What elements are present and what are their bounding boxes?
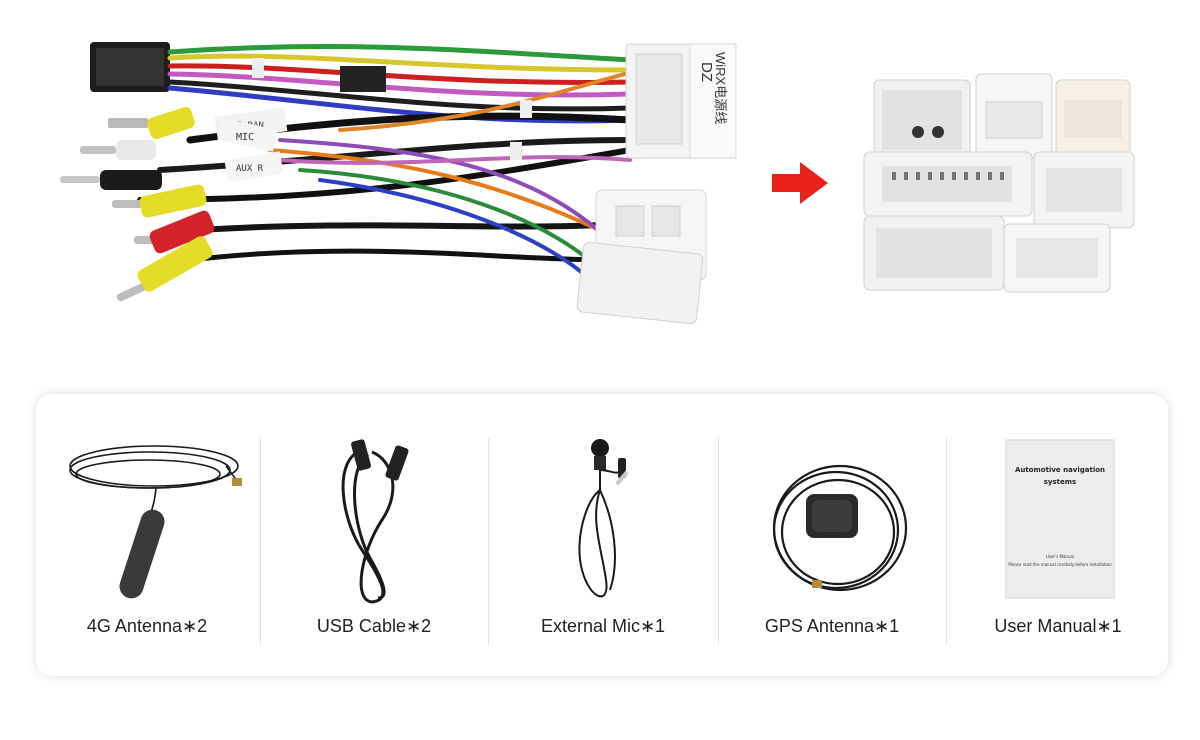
manual-title-line1: Automotive navigation: [1015, 466, 1105, 474]
divider: [488, 438, 489, 644]
rca-plugs: [60, 106, 215, 302]
divider: [260, 438, 261, 644]
accessory-item: GPS Antenna∗1: [720, 394, 944, 676]
manual-note: Please read the manual carefully before …: [1008, 562, 1112, 567]
accessory-label: USB Cable∗2: [316, 616, 432, 636]
divider: [718, 438, 719, 644]
accessory-item: External Mic∗1: [490, 394, 716, 676]
accessory-label: User Manual∗1: [994, 616, 1122, 636]
harness-white-connector-top: WiRX电源线 DZ: [625, 43, 737, 159]
divider: [946, 438, 947, 644]
connector-block-image: [863, 73, 1135, 293]
manual-subtitle: User's Manual: [1046, 554, 1074, 559]
wire-tags: M&R RAN MIC AUX R: [214, 58, 532, 183]
accessories-panel: 4G Antenna∗2 USB Cable∗2 Extern: [36, 394, 1168, 676]
tag-aux-text: AUX R: [236, 164, 264, 174]
tag-mic-text: MIC: [236, 132, 254, 143]
product-photo-area: M&R RAN MIC AUX R WiRX电源线 DZ: [0, 0, 1200, 360]
accessory-label: GPS Antenna∗1: [764, 616, 900, 636]
antenna-icon: [69, 445, 242, 599]
harness-white-connector-bottom: [576, 189, 707, 324]
accessory-item: Automotive navigation systems User's Man…: [948, 394, 1168, 676]
wiring-harness-image: M&R RAN MIC AUX R WiRX电源线 DZ: [60, 42, 737, 324]
manual-title-line2: systems: [1044, 478, 1076, 486]
arrow-right-icon: [772, 162, 828, 204]
connector-code-text: DZ: [698, 62, 715, 82]
usb-cable-icon: [341, 439, 409, 604]
accessory-item: 4G Antenna∗2: [36, 394, 258, 676]
microphone-icon: [578, 439, 629, 598]
manual-icon: Automotive navigation systems User's Man…: [1005, 439, 1115, 599]
accessory-item: USB Cable∗2: [262, 394, 486, 676]
accessory-label: External Mic∗1: [540, 616, 666, 636]
gps-antenna-icon: [772, 464, 908, 592]
connector-label-text: WiRX电源线: [713, 52, 728, 124]
accessory-label: 4G Antenna∗2: [86, 616, 208, 636]
